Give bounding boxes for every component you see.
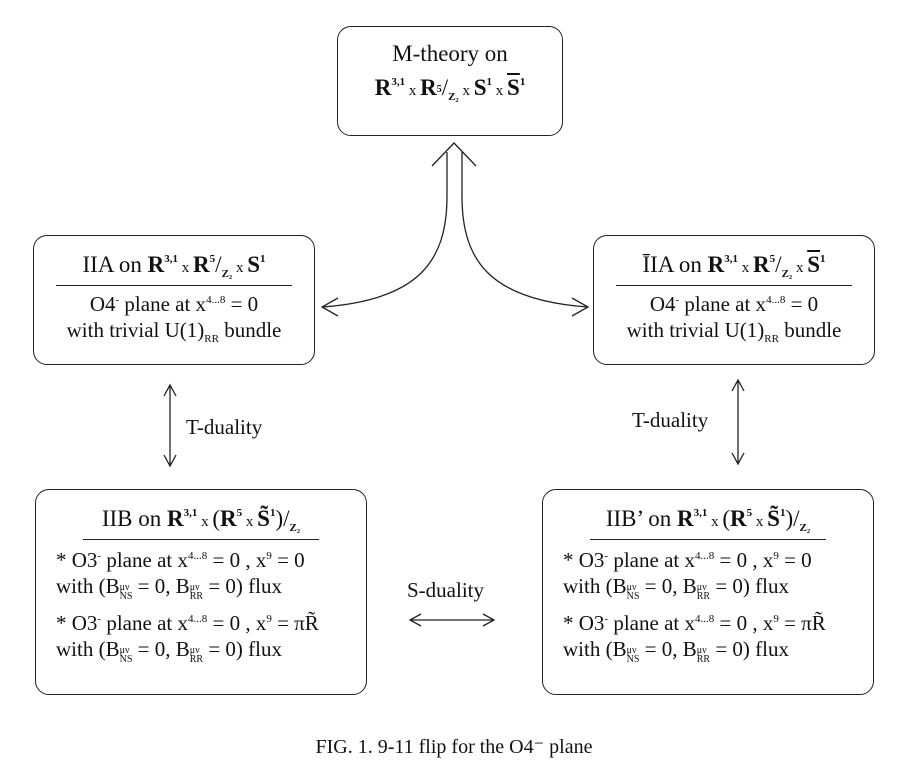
iia-box: IIA on R3,1 x R5/Z₂ x S1 O4- plane at x4… — [33, 235, 315, 365]
iia-bar-plane: O4- plane at x4...8 = 0 — [649, 291, 819, 316]
iib-plane-2: * O3- plane at x4...8 = 0 , x9 = πR̃ — [56, 610, 319, 635]
iib-prime-plane-1: * O3- plane at x4...8 = 0 , x9 = 0 — [563, 547, 812, 572]
t-duality-left-label: T-duality — [186, 415, 263, 439]
iia-divider — [56, 284, 292, 286]
iib-plane-1: * O3- plane at x4...8 = 0 , x9 = 0 — [56, 547, 305, 572]
fork-arrow-left-stem — [321, 152, 448, 308]
fork-arrowhead-left — [320, 297, 339, 317]
fork-arrowhead-right — [571, 297, 590, 317]
iib-prime-divider — [590, 538, 826, 540]
t-duality-right-arrow — [731, 378, 745, 466]
iia-title: IIA on R3,1 x R5/Z₂ x S1 — [82, 252, 266, 280]
iia-bundle: with trivial U(1)RR bundle — [66, 317, 282, 345]
iib-divider — [83, 538, 319, 540]
iib-title: IIB on R3,1 x (R5 x S̃1)/Z₂ — [101, 506, 301, 534]
iib-prime-title: IIB’ on R3,1 x (R5 x S̃1)/Z₂ — [605, 506, 811, 534]
figure-caption: FIG. 1. 9-11 flip for the O4⁻ plane — [315, 736, 593, 758]
t-duality-left-arrow — [163, 383, 177, 468]
iib-prime-box: IIB’ on R3,1 x (R5 x S̃1)/Z₂ * O3- plane… — [542, 489, 874, 695]
s-duality-arrow — [408, 613, 496, 627]
iib-prime-plane-2: * O3- plane at x4...8 = 0 , x9 = πR̃ — [563, 610, 826, 635]
iia-plane: O4- plane at x4...8 = 0 — [89, 291, 259, 316]
iia-bar-bundle: with trivial U(1)RR bundle — [626, 317, 842, 345]
iia-bar-divider — [616, 284, 852, 286]
s-duality-label: S-duality — [407, 578, 484, 602]
m-theory-title: M-theory on — [392, 41, 508, 66]
fork-arrow-right-stem — [461, 152, 589, 308]
t-duality-right-label: T-duality — [632, 408, 709, 432]
iia-bar-box: ĪIA on R3,1 x R5/Z₂ x S1 O4- plane at x4… — [593, 235, 875, 365]
iib-box: IIB on R3,1 x (R5 x S̃1)/Z₂ * O3- plane … — [35, 489, 367, 695]
fork-arrowhead-up — [431, 142, 477, 167]
iia-bar-title: ĪIA on R3,1 x R5/Z₂ x S1 — [642, 252, 826, 280]
